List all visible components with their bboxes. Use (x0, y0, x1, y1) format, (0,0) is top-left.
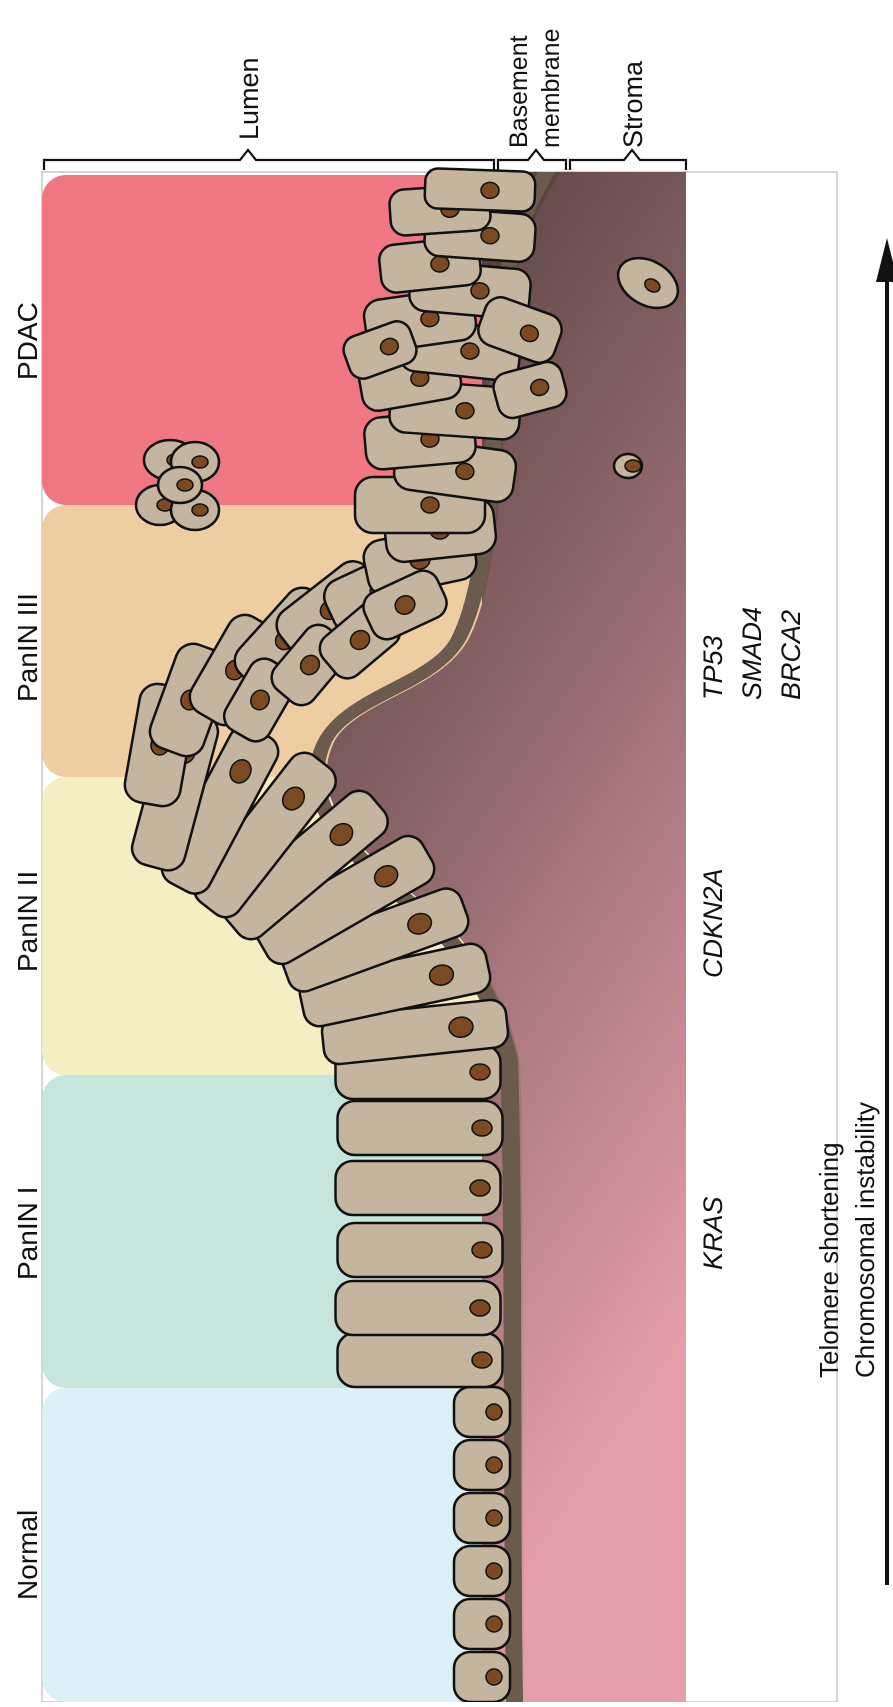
panin1-cell (336, 1281, 501, 1335)
basement-bracket (498, 150, 566, 170)
lumen-bracket (44, 150, 494, 170)
stage-label-normal: Normal (12, 1510, 43, 1600)
nucleus (481, 182, 500, 199)
nucleus (472, 1242, 492, 1258)
instability-label: Chromosomal instability (850, 1102, 880, 1378)
nucleus (486, 1669, 502, 1685)
up-arrow-icon (876, 238, 893, 1585)
stroma-label: Stroma (618, 60, 648, 148)
nucleus (486, 1616, 502, 1632)
basement-label-line1: Basement (505, 35, 533, 148)
nucleus (455, 402, 474, 419)
nucleus (470, 1300, 490, 1316)
nucleus (472, 1120, 492, 1136)
gene-cdkn2a: CDKN2A (698, 868, 728, 978)
nucleus (470, 282, 489, 300)
lumen-cluster-cell (158, 467, 202, 503)
panin1-cell (336, 1161, 501, 1215)
panin1-cell (338, 1333, 503, 1387)
normal-cell (454, 1599, 510, 1649)
invasive-cell (614, 454, 642, 478)
nucleus (472, 1352, 492, 1368)
stage-label-panin2: PanIN II (12, 871, 43, 972)
band-normal (42, 1388, 482, 1702)
nucleus (486, 1510, 502, 1526)
stroma-bracket (570, 150, 686, 170)
gene-tp53: TP53 (698, 635, 728, 700)
nucleus (486, 1457, 502, 1473)
normal-cell (454, 1493, 510, 1543)
stage-label-panin1: PanIN I (12, 1187, 43, 1280)
gene-kras: KRAS (698, 1196, 728, 1270)
lumen-label: Lumen (234, 57, 264, 140)
pdac-cell (424, 168, 535, 212)
nucleus (470, 1180, 490, 1196)
telomere-label: Telomere shortening (814, 1142, 844, 1378)
gene-smad4: SMAD4 (737, 607, 767, 700)
nucleus (486, 1404, 502, 1420)
basement-label-line2: membrane (537, 29, 565, 149)
panin1-cell (338, 1223, 503, 1277)
stage-label-pdac: PDAC (12, 302, 43, 380)
nucleus (470, 1064, 490, 1080)
normal-cell (454, 1387, 510, 1437)
normal-cell (454, 1652, 510, 1702)
normal-cell (454, 1546, 510, 1596)
nucleus (421, 497, 439, 513)
gene-brca2: BRCA2 (776, 610, 806, 700)
normal-cell (454, 1440, 510, 1490)
stage-label-panin3: PanIN III (12, 593, 43, 702)
nucleus (486, 1563, 502, 1579)
panin1-cell (338, 1101, 503, 1155)
header-brackets (44, 150, 686, 170)
